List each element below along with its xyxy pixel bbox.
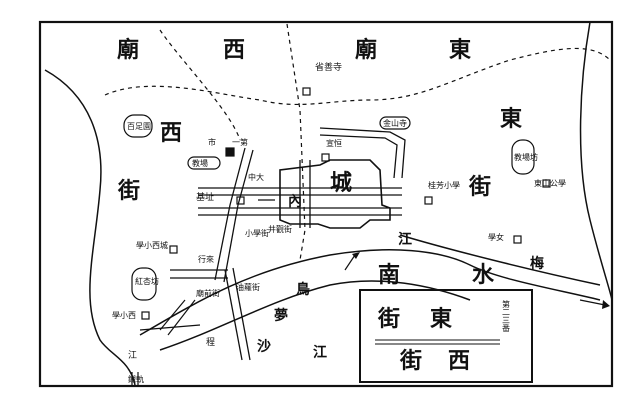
label-jingguan-street: 井觀街 [268,224,292,234]
label-dongshan-school: 東山公學 [534,178,566,188]
label-baizu-garden: 百足園 [127,122,151,131]
city-wall [279,159,391,229]
flow-arrowhead-2 [602,300,610,309]
city-label: 城 [330,170,352,196]
streets [170,127,406,361]
label-jiang-left: 江 [128,350,137,361]
label-miaoqian-street: 廟前街 [196,288,220,298]
landmark-squares [141,87,551,320]
label-jiaochang: 教場 [192,158,208,168]
river-bank-east [399,234,601,286]
district-west-temple-1: 西 [223,37,245,63]
label-xicheng-school: 學小西城 [136,240,168,250]
flow-arrowhead-1 [352,252,360,259]
boundary-line-north [104,47,611,106]
water-mei: 梅 [530,255,544,272]
east-river [579,21,613,301]
sand-label-4: 江 [313,344,327,361]
legend-box [359,289,533,383]
water-jiang: 江 [398,231,412,248]
district-east-street-2: 街 [468,174,491,200]
rail [131,372,139,386]
label-yidi: 一第 [232,137,248,147]
river-top-bank [139,249,601,336]
badge-jiaochang [187,156,221,170]
label-xuanheng: 宣恒 [326,138,342,148]
label-zhongda: 中大 [248,172,264,182]
label-youluo-street: 油蘿街 [236,282,260,292]
water-shui: 水 [472,262,495,288]
lanes [139,199,275,336]
legend-street-top: 街 [377,306,400,332]
label-jizhi: 基址 [196,191,214,203]
label-hongxing-fang: 紅杏坊 [135,276,159,286]
label-tiegui: 鐵軌 [128,374,144,384]
badge-jinshan [379,116,411,130]
sand-label-3: 鳥 [296,281,310,298]
district-west-street-2: 街 [117,178,140,204]
label-girls-school: 學女 [488,232,504,242]
district-east-street-1: 東 [500,106,522,132]
badge-baizu [123,114,153,138]
water-nan: 南 [378,262,400,288]
badge-jiaochang-fang [511,139,535,175]
legend-street-bottom: 街 [399,348,422,374]
label-guifang-school: 桂芳小學 [428,180,460,190]
district-east-temple-2: 廟 [355,37,377,63]
label-shi: 市 [208,137,216,147]
label-jiaochang-fang: 教場坊 [514,152,538,162]
label-xi-school: 學小西 [112,310,136,320]
legend-sheet-number: 第二三番 [502,299,511,333]
sand-label-2: 夢 [274,307,288,324]
inner-label: 內 [288,194,302,210]
map-frame [38,20,614,388]
legend-west: 西 [448,348,470,374]
flow-arrow-1 [344,254,356,271]
flow-arrow-2 [579,299,606,306]
boundary-line-center [286,23,306,261]
label-jinshan: 金山寺 [383,118,407,128]
label-shengshan-temple: 省善寺 [315,61,342,73]
legend-east: 東 [430,306,452,332]
west-river [44,69,136,386]
district-west-temple-2: 廟 [117,37,139,63]
label-cheng: 程 [206,337,215,348]
district-west-street-1: 西 [160,120,182,146]
river-bottom-bank [159,280,471,351]
district-east-temple-1: 東 [449,37,471,63]
label-xinglai: 行來 [198,254,214,264]
label-xiaoxue-street: 小學街 [245,228,269,238]
sand-label-1: 沙 [257,339,271,355]
badge-hongxing [131,267,157,301]
